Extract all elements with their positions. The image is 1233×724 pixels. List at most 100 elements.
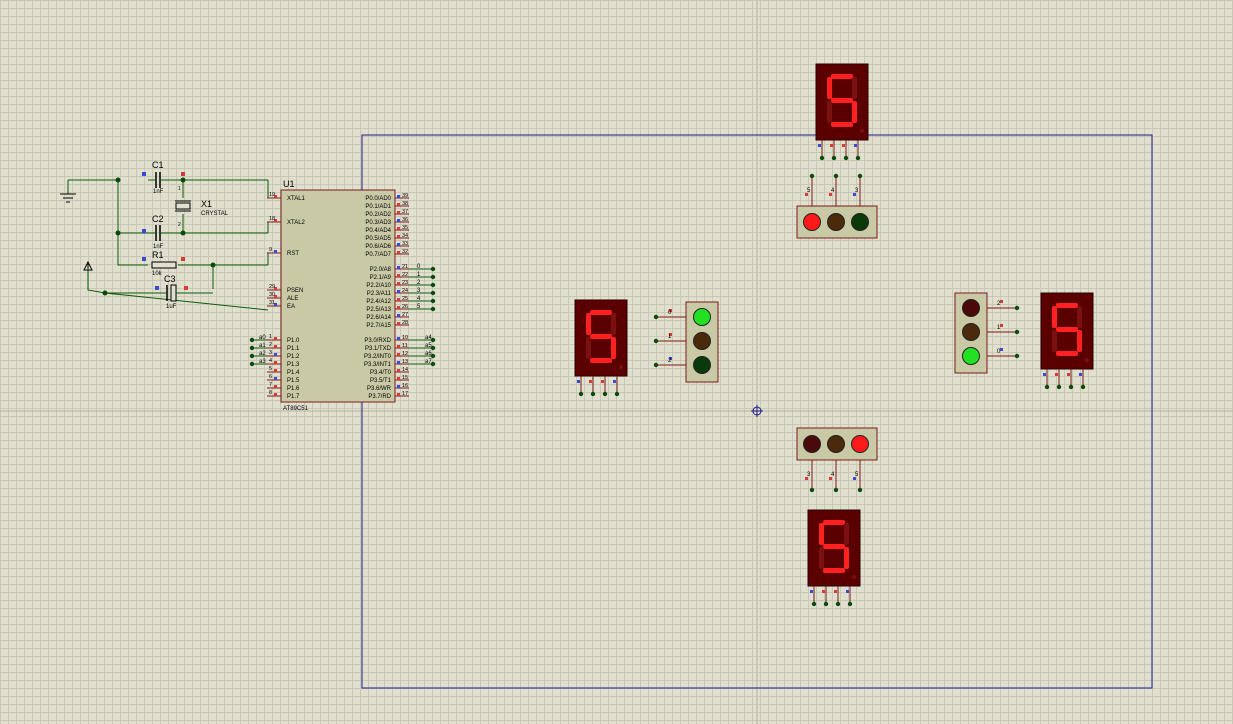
seven-segment-display-left[interactable] [574, 299, 628, 397]
mcu-pin-number: 32 [402, 249, 408, 255]
traffic-light-right[interactable]: 210 [954, 292, 1020, 374]
mcu-body[interactable] [280, 189, 396, 403]
net-terminal-p2-5[interactable]: 5 [409, 304, 436, 312]
mcu-pin-left-13[interactable]: 8P1.7 [267, 390, 300, 400]
mcu-pin-left-9[interactable]: 4P1.3 [267, 358, 300, 368]
mcu-pin-left-7[interactable]: 2P1.1 [267, 342, 300, 352]
mcu-pin-left-12[interactable]: 7P1.6 [267, 382, 300, 392]
net-terminal-p1-2[interactable]: a2 [249, 351, 267, 359]
mcu-pin-left-6[interactable]: 1P1.0 [267, 334, 300, 344]
mcu-pin-name: PSEN [287, 288, 303, 294]
mcu-pin-number: 39 [402, 193, 408, 199]
mcu-pin-name: P2.5/A13 [366, 307, 391, 313]
mcu-pin-name: P3.7/RD [368, 394, 391, 400]
mcu-pin-name: P1.3 [287, 362, 300, 368]
segment-d [590, 358, 612, 363]
resistor-r1[interactable]: R1 10k [142, 250, 185, 277]
net-terminal-p2-1[interactable]: 1 [409, 272, 436, 280]
mcu-pin-number: 8 [269, 390, 272, 396]
segment-g [823, 544, 845, 549]
microcontroller-u1[interactable]: U1 AT89C51 19XTAL118XTAL29RST29PSEN30ALE… [249, 179, 436, 412]
segment-g [831, 98, 853, 103]
net-terminal-p2-4[interactable]: 4 [409, 296, 436, 304]
net-label: 3 [417, 288, 421, 294]
mcu-pin-number: 29 [269, 284, 275, 290]
mcu-pin-number: 22 [402, 272, 408, 278]
mcu-pin-number: 34 [402, 233, 408, 239]
net-terminal-p3-2[interactable]: a6 [409, 351, 436, 359]
mcu-pin-left-8[interactable]: 3P1.2 [267, 350, 300, 360]
vcc-terminal-icon[interactable] [83, 260, 93, 271]
net-terminal-p3-3[interactable]: a7 [409, 359, 436, 367]
net-terminal-p2-3[interactable]: 3 [409, 288, 436, 296]
crystal-x1[interactable]: 1 2 X1 CRYSTAL [175, 186, 229, 228]
mcu-pin-number: 21 [402, 264, 408, 270]
net-terminal-p1-1[interactable]: a1 [249, 343, 267, 351]
net-terminal-p1-0[interactable]: a0 [249, 335, 267, 343]
capacitor-c2[interactable]: C2 1nF [142, 214, 168, 250]
mcu-pin-number: 10 [402, 335, 408, 341]
mcu-pin-number: 12 [402, 351, 408, 357]
seven-segment-display-top[interactable] [815, 63, 869, 161]
mcu-pin-name: P3.3/INT1 [364, 362, 392, 368]
seven-segment-display-right[interactable] [1040, 292, 1094, 390]
net-terminal-p1-3[interactable]: a3 [249, 359, 267, 367]
net-terminal-p3-1[interactable]: a5 [409, 343, 436, 351]
mcu-pin-name: P0.0/AD0 [365, 196, 391, 202]
segment-e [819, 547, 824, 569]
origin-marker-icon[interactable] [751, 405, 763, 417]
net-terminal-p2-0[interactable]: 0 [409, 264, 436, 272]
mcu-pin-left-11[interactable]: 6P1.5 [267, 374, 300, 384]
net-terminal-p3-0[interactable]: a4 [409, 335, 436, 343]
capacitor-c1[interactable]: C1 1nF [142, 160, 185, 195]
mcu-pin-name: P0.2/AD2 [365, 212, 391, 218]
segment-f [827, 77, 832, 99]
mcu-pin-name: P3.6/WR [367, 386, 392, 392]
segment-c [1077, 330, 1082, 352]
mcu-pin-number: 11 [402, 343, 408, 349]
mcu-pin-left-10[interactable]: 5P1.4 [267, 366, 300, 376]
mcu-pin-name: P2.6/A14 [366, 315, 391, 321]
net-terminal-p2-2[interactable]: 2 [409, 280, 436, 288]
seven-segment-display-bottom[interactable] [807, 509, 861, 607]
mcu-pin-name: P2.7/A15 [366, 323, 391, 329]
traffic-light-left[interactable]: 012 [653, 301, 719, 383]
svg-text:1: 1 [178, 186, 181, 192]
segment-d [1056, 351, 1078, 356]
segment-e [827, 101, 832, 123]
capacitor-c3[interactable]: C3 1uF [155, 274, 188, 310]
